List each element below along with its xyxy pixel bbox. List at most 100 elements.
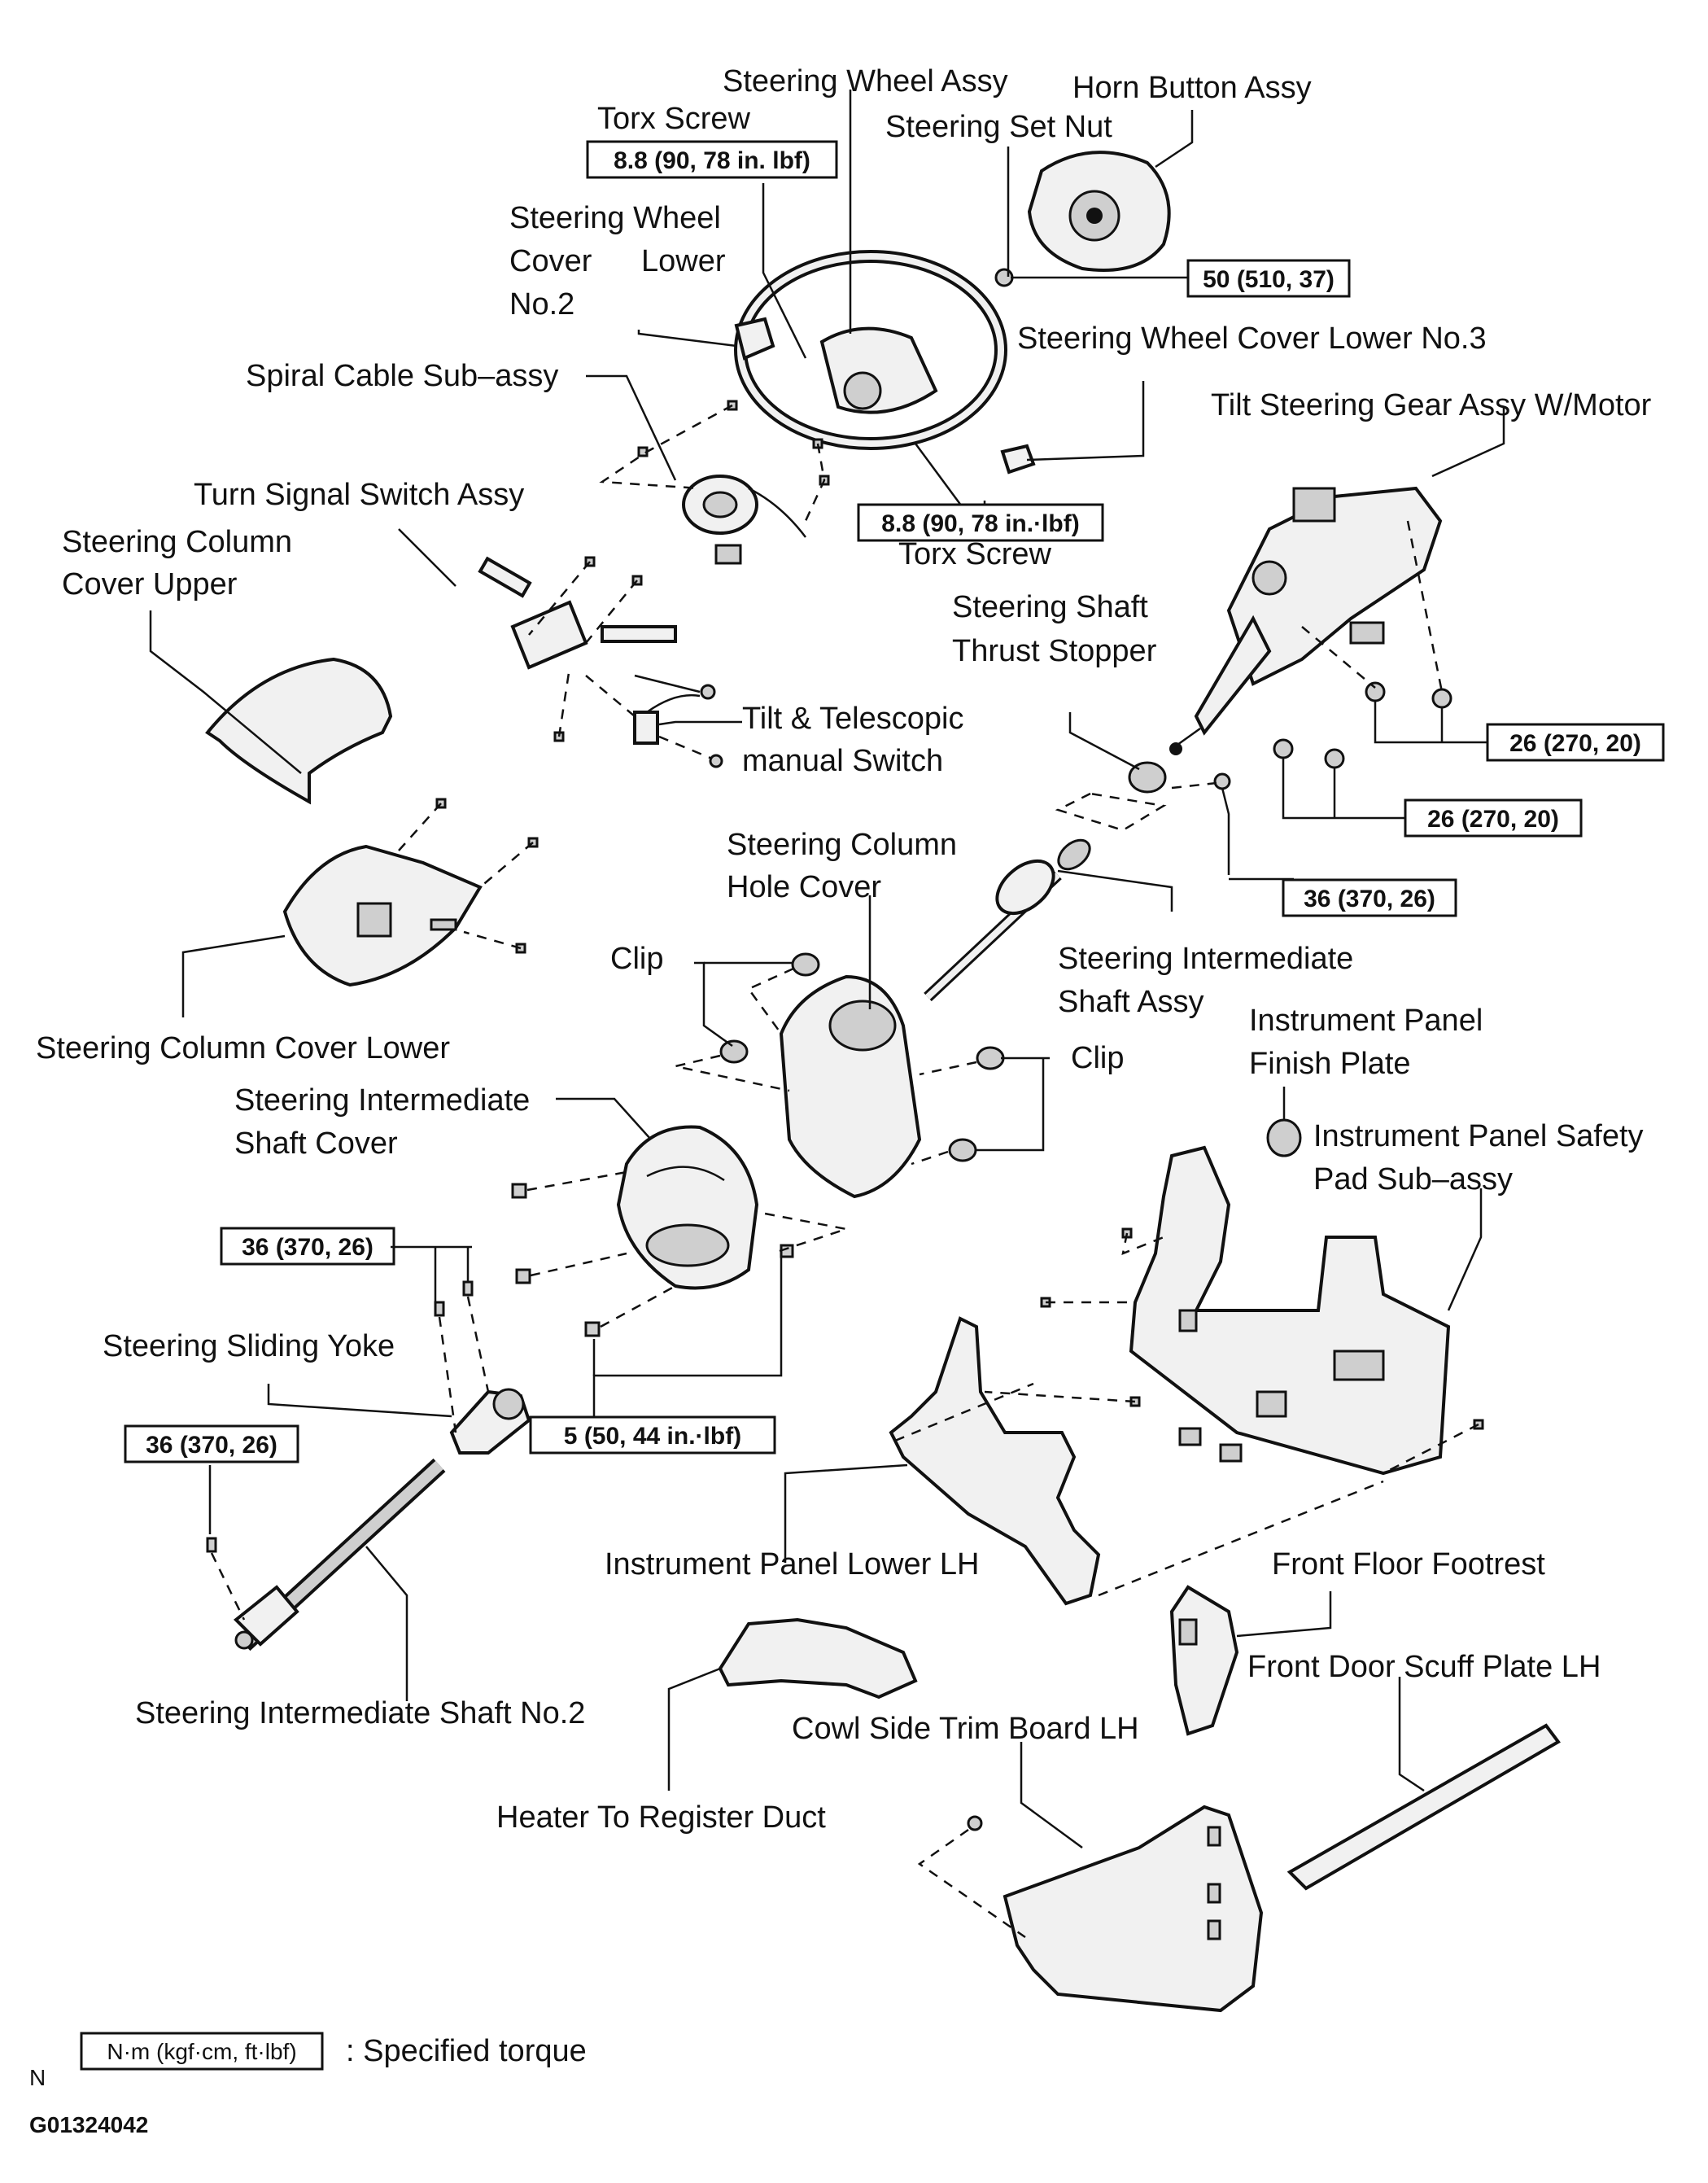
cover-lower-no3-label: Steering Wheel Cover Lower No.3	[1017, 322, 1487, 356]
front-door-scuff-plate-part	[1286, 1723, 1561, 1891]
steering-intermediate-shaft-cover-part	[616, 1125, 759, 1290]
intermediate-shaft-assy-label-line2: Shaft Assy	[1058, 985, 1204, 1019]
instrument-panel-safety-pad-part	[1129, 1145, 1451, 1476]
clip-left-label: Clip	[610, 942, 663, 976]
torque-box-torx-top: 8.8 (90, 78 in. lbf)	[586, 140, 838, 179]
finish-plate-label-line2: Finish Plate	[1249, 1047, 1411, 1081]
intermediate-shaft-assy-label-line1: Steering Intermediate	[1058, 942, 1353, 976]
svg-text:26 (270, 20): 26 (270, 20)	[1427, 806, 1559, 833]
tilt-steering-gear-part	[1169, 486, 1443, 755]
hole-cover-label-line2: Hole Cover	[727, 870, 881, 904]
torque-box-tilt-gear-upper: 26 (270, 20)	[1486, 723, 1665, 762]
horn-button-assy-label: Horn Button Assy	[1072, 71, 1312, 105]
front-door-scuff-label: Front Door Scuff Plate LH	[1247, 1650, 1601, 1684]
part-labels: Steering Wheel Assy Horn Button Assy Tor…	[36, 64, 1652, 1835]
svg-text:8.8 (90, 78 in. lbf): 8.8 (90, 78 in. lbf)	[614, 147, 810, 174]
torque-box-sliding-yoke: 36 (370, 26)	[220, 1227, 395, 1266]
steering-column-cover-lower-part	[282, 844, 483, 987]
clips-part	[675, 952, 1005, 1166]
safety-pad-label-line2: Pad Sub–assy	[1313, 1162, 1513, 1196]
torx-screw-top-label: Torx Screw	[597, 102, 750, 136]
thrust-stopper-label-line1: Steering Shaft	[952, 590, 1148, 624]
instrument-panel-lower-lh-part	[889, 1316, 1101, 1606]
safety-pad-screws-and-connectors	[984, 1227, 1484, 1475]
tilt-switch-label-line1: Tilt & Telescopic	[742, 702, 963, 736]
front-floor-footrest-label: Front Floor Footrest	[1272, 1547, 1545, 1581]
torque-box-shaft-no2: 36 (370, 26)	[124, 1424, 299, 1463]
steering-wheel-part	[734, 250, 1007, 450]
thrust-stopper-bolt	[1171, 772, 1231, 790]
torque-box-torx-bottom: 8.8 (90, 78 in.·lbf)	[857, 503, 1104, 542]
torque-box-tilt-gear-lower: 26 (270, 20)	[1404, 798, 1583, 838]
steering-set-nut-part	[994, 268, 1014, 287]
steering-set-nut-label: Steering Set Nut	[885, 110, 1112, 144]
svg-text:36 (370, 26): 36 (370, 26)	[242, 1234, 373, 1261]
front-floor-footrest-part	[1169, 1585, 1239, 1736]
sliding-yoke-label: Steering Sliding Yoke	[103, 1329, 395, 1363]
svg-text:50 (510, 37): 50 (510, 37)	[1203, 266, 1335, 293]
steering-shaft-thrust-stopper-part	[1055, 761, 1167, 832]
steering-sliding-yoke-part	[449, 1388, 531, 1455]
cowl-side-clip	[917, 1815, 1026, 1939]
legend-unit-box	[80, 2032, 324, 2071]
shaft-cover-label-line1: Steering Intermediate	[234, 1083, 530, 1118]
steering-column-hole-cover-part	[779, 974, 922, 1199]
svg-text:8.8 (90, 78 in.·lbf): 8.8 (90, 78 in.·lbf)	[881, 510, 1079, 537]
column-cover-upper-label-line1: Steering Column	[62, 525, 292, 559]
torque-box-shaft-cover: 5 (50, 44 in.·lbf)	[529, 1415, 776, 1455]
panel-lower-lh-label: Instrument Panel Lower LH	[605, 1547, 979, 1581]
torque-legend: N·m (kgf·cm, ft·lbf) : Specified torque …	[29, 2032, 587, 2137]
torque-specs: 8.8 (90, 78 in. lbf) 50 (510, 37) 8.8 (9…	[124, 140, 1665, 1463]
cowl-side-trim-board-part	[1003, 1805, 1264, 2013]
turn-signal-screws	[528, 556, 643, 742]
tilt-steering-gear-label: Tilt Steering Gear Assy W/Motor	[1211, 388, 1652, 422]
spiral-cable-screws	[599, 400, 830, 522]
sliding-yoke-bolts	[434, 1280, 490, 1433]
column-cover-upper-label-line2: Cover Upper	[62, 567, 238, 602]
hole-cover-label-line1: Steering Column	[727, 828, 957, 862]
steering-wheel-cover-lower-no3-part	[1000, 444, 1036, 475]
svg-text:5 (50, 44 in.·lbf): 5 (50, 44 in.·lbf)	[564, 1423, 741, 1450]
instrument-panel-finish-plate-part	[1266, 1118, 1302, 1157]
svg-text:26 (270, 20): 26 (270, 20)	[1509, 730, 1641, 757]
steering-column-cover-upper-part	[205, 657, 393, 805]
safety-pad-label-line1: Instrument Panel Safety	[1313, 1119, 1644, 1153]
heater-duct-label: Heater To Register Duct	[496, 1800, 826, 1835]
figure-id: G01324042	[29, 2112, 148, 2137]
svg-text:36 (370, 26): 36 (370, 26)	[1304, 886, 1435, 912]
torx-screw-bottom-label: Torx Screw	[898, 537, 1051, 571]
horn-button-assy-part	[1027, 151, 1171, 272]
cover-lower-no2-label-line2a: Cover	[509, 244, 592, 278]
heater-to-register-duct-part	[718, 1617, 918, 1700]
tilt-telescopic-switch-part	[585, 675, 723, 768]
steering-wheel-cover-lower-no2-part	[734, 317, 775, 361]
panel-lower-dash	[894, 1382, 1384, 1597]
spiral-cable-label: Spiral Cable Sub–assy	[246, 359, 558, 393]
tilt-gear-bolts	[1273, 520, 1452, 769]
column-cover-lower-screws	[398, 798, 539, 954]
column-cover-lower-label: Steering Column Cover Lower	[36, 1031, 450, 1065]
cover-lower-no2-label-line1: Steering Wheel	[509, 201, 721, 235]
svg-text:36 (370, 26): 36 (370, 26)	[146, 1432, 277, 1459]
turn-signal-switch-label: Turn Signal Switch Assy	[194, 478, 524, 512]
thrust-stopper-label-line2: Thrust Stopper	[952, 634, 1157, 668]
steering-intermediate-shaft-no2-part	[234, 1458, 446, 1651]
torque-box-thrust-stopper: 36 (370, 26)	[1282, 878, 1457, 917]
legend-mark: N	[29, 2065, 46, 2090]
turn-signal-switch-part	[478, 556, 716, 700]
intermediate-shaft-no2-label: Steering Intermediate Shaft No.2	[135, 1696, 585, 1730]
shaft-cover-label-line2: Shaft Cover	[234, 1126, 398, 1161]
torque-box-set-nut: 50 (510, 37)	[1186, 259, 1351, 298]
steering-intermediate-shaft-assy-part	[924, 838, 1091, 1002]
finish-plate-label-line1: Instrument Panel	[1249, 1004, 1483, 1038]
tilt-switch-label-line2: manual Switch	[742, 744, 943, 778]
steering-wheel-assy-label: Steering Wheel Assy	[723, 64, 1008, 98]
legend-unit-text: N·m (kgf·cm, ft·lbf)	[107, 2039, 296, 2064]
shaft-cover-bolts	[511, 1170, 850, 1337]
clip-right-label: Clip	[1071, 1041, 1124, 1075]
cover-lower-no2-label-line2b: Lower	[641, 244, 726, 278]
cowl-side-trim-label: Cowl Side Trim Board LH	[792, 1712, 1139, 1746]
legend-text: : Specified torque	[346, 2034, 587, 2068]
spiral-cable-part	[682, 475, 806, 565]
